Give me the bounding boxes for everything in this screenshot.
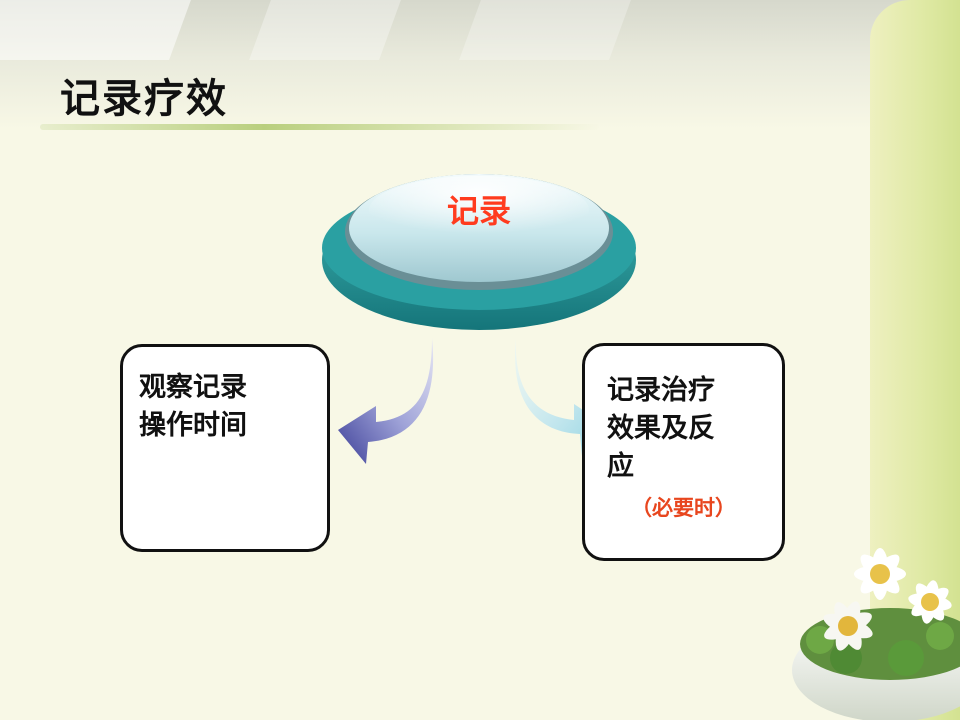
background-window-frame — [0, 0, 191, 60]
left-box-line: 观察记录 — [139, 372, 247, 403]
right-box-note: （必要时） — [631, 496, 736, 520]
center-node-shape — [322, 174, 636, 330]
slide-title: 记录疗效 — [60, 76, 228, 122]
flower-bowl-icon — [792, 548, 960, 720]
daisy — [908, 580, 952, 624]
daisy — [854, 548, 906, 600]
right-box-line: 记录治疗 — [607, 375, 715, 406]
title-underline — [40, 124, 600, 130]
daisy — [823, 601, 873, 651]
right-box: 记录治疗 效果及反 应 （必要时） — [582, 343, 785, 561]
left-box-line: 操作时间 — [139, 410, 247, 441]
curved-arrow-left-icon — [338, 338, 434, 464]
center-node-label: 记录 — [446, 192, 511, 230]
background-window-frame — [459, 0, 631, 60]
center-node: 记录 — [320, 160, 638, 332]
left-box: 观察记录 操作时间 — [120, 344, 330, 552]
right-box-line: 效果及反 — [607, 413, 715, 444]
right-box-line: 应 — [607, 451, 634, 482]
background-window-frame — [249, 0, 401, 60]
